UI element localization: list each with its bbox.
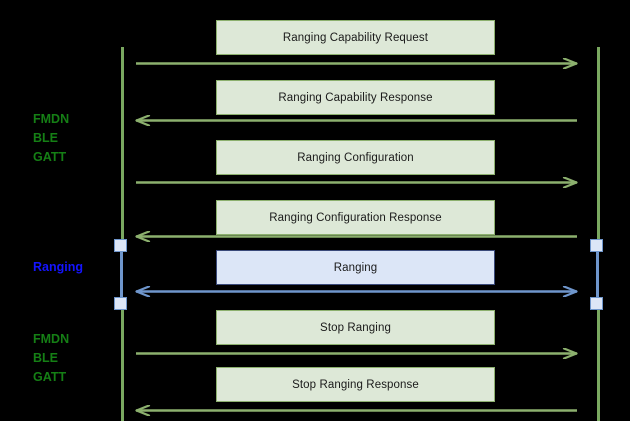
message-arrow-stop-ranging: [135, 348, 578, 359]
message-label-stop-ranging: Stop Ranging: [320, 321, 391, 334]
message-box-stop-ranging-response: Stop Ranging Response: [216, 367, 495, 402]
left-lifeline-upper: [121, 47, 124, 244]
message-label-ranging-capability-request: Ranging Capability Request: [282, 31, 429, 44]
right-lifeline-upper: [597, 47, 600, 244]
ranging-activation-right-end-marker: [590, 297, 603, 310]
message-box-ranging-configuration: Ranging Configuration: [216, 140, 495, 175]
right-lifeline-lower: [597, 303, 600, 421]
message-arrow-ranging: [135, 286, 578, 297]
ranging-activation-left-bar: [120, 244, 123, 306]
message-box-ranging-capability-response: Ranging Capability Response: [216, 80, 495, 115]
message-box-ranging-capability-request: Ranging Capability Request: [216, 20, 495, 55]
message-arrow-ranging-capability-request: [135, 58, 578, 69]
message-box-ranging-configuration-response: Ranging Configuration Response: [216, 200, 495, 235]
ranging-activation-right-start-marker: [590, 239, 603, 252]
protocol-label-2: Ranging: [33, 260, 83, 274]
message-arrow-stop-ranging-response: [135, 405, 578, 416]
ranging-activation-right-bar: [596, 244, 599, 306]
message-label-stop-ranging-response: Stop Ranging Response: [292, 378, 419, 391]
message-arrow-ranging-capability-response: [135, 115, 578, 126]
message-label-ranging: Ranging: [333, 261, 378, 274]
message-arrow-ranging-configuration-response: [135, 231, 578, 242]
left-lifeline-lower: [121, 303, 124, 421]
message-arrow-ranging-configuration: [135, 177, 578, 188]
ranging-activation-left-end-marker: [114, 297, 127, 310]
protocol-label-3: FMDN BLE GATT: [33, 332, 70, 384]
message-label-ranging-capability-response: Ranging Capability Response: [278, 91, 433, 104]
message-box-ranging: Ranging: [216, 250, 495, 285]
message-box-stop-ranging: Stop Ranging: [216, 310, 495, 345]
ranging-activation-left-start-marker: [114, 239, 127, 252]
message-label-ranging-configuration: Ranging Configuration: [297, 151, 414, 164]
message-label-ranging-configuration-response: Ranging Configuration Response: [269, 211, 442, 224]
protocol-label-1: FMDN BLE GATT: [33, 112, 70, 164]
